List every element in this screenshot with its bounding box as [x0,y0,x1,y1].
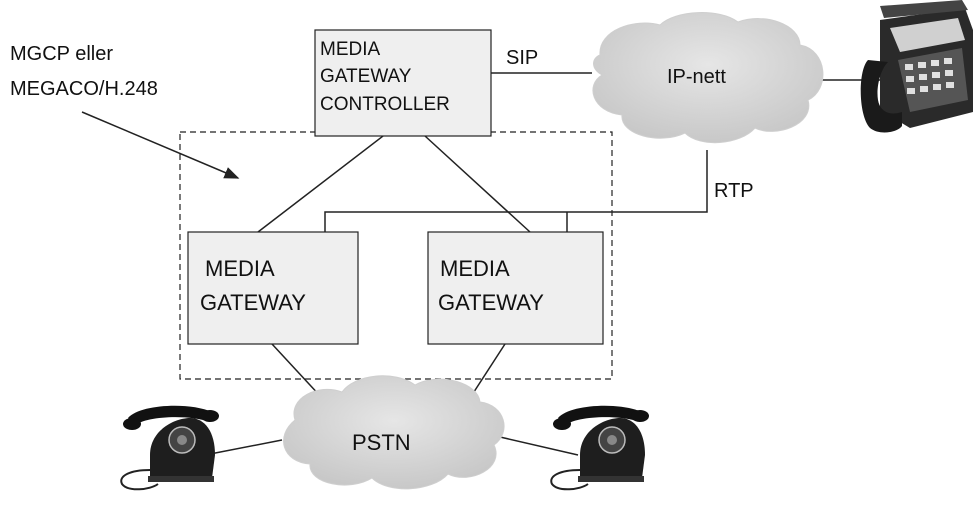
rotary-phone-left-icon [120,405,219,491]
controller-label-line-2: GATEWAY [320,66,412,87]
annotation-arrow [81,111,240,179]
controller-label-line-1: MEDIA [320,39,381,60]
right-phone-to-pstn-line [499,436,579,456]
left-gateway-to-pstn-line [271,343,323,399]
annotation-line-1: MGCP eller [10,43,113,65]
media-gateway-right-box: MEDIA GATEWAY [427,231,604,345]
pstn-label: PSTN [352,430,411,455]
pstn-cloud: PSTN [283,375,505,490]
controller-to-right-gateway-line [424,135,531,233]
media-gateway-left-box: MEDIA GATEWAY [187,231,359,345]
ip-network-label: IP-nett [667,66,726,88]
gateway-right-label-line-1: MEDIA [440,256,510,281]
right-gateway-to-pstn-line [469,343,506,399]
annotation-line-2: MEGACO/H.248 [10,78,158,100]
ip-network-cloud: IP-nett [592,12,824,144]
ip-phone-icon [860,0,973,133]
media-gateway-controller-box: MEDIA GATEWAY CONTROLLER [314,29,492,137]
controller-label-line-3: CONTROLLER [320,94,450,115]
rtp-label: RTP [714,180,754,202]
gateway-right-label-line-2: GATEWAY [438,290,544,315]
controller-to-left-gateway-line [257,135,384,233]
rtp-line [324,150,708,232]
rotary-phone-right-icon [550,405,649,491]
left-phone-to-pstn-line [204,439,283,456]
sip-label: SIP [506,47,538,69]
gateway-left-label-line-1: MEDIA [205,256,275,281]
gateway-left-label-line-2: GATEWAY [200,290,306,315]
